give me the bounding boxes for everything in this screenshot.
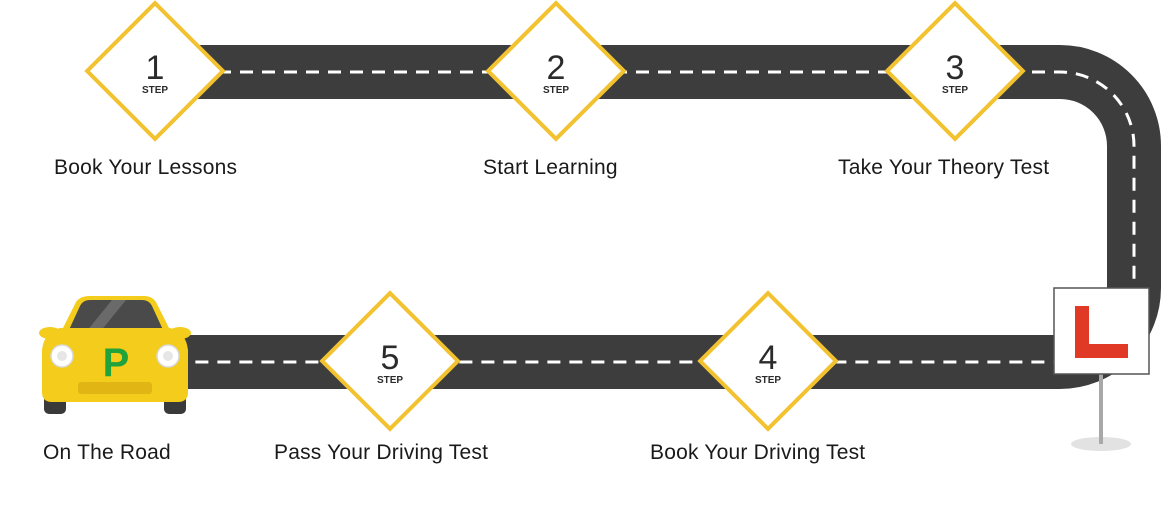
- sign-board: [1053, 287, 1150, 375]
- step-marker-4: 4 STEP: [697, 290, 839, 432]
- step-marker-2: 2 STEP: [485, 0, 627, 142]
- step-marker-5: 5 STEP: [319, 290, 461, 432]
- car-icon: P: [39, 296, 191, 414]
- step-marker-3: 3 STEP: [884, 0, 1026, 142]
- step-word: STEP: [377, 375, 403, 386]
- step-label-5: Pass Your Driving Test: [274, 441, 489, 464]
- sign-pole: [1099, 372, 1103, 444]
- step-number: 5: [381, 339, 400, 377]
- step-diamond: [84, 0, 226, 142]
- car-headlight-left-inner: [57, 351, 67, 361]
- step-diamond: [319, 290, 461, 432]
- step-diamond: [485, 0, 627, 142]
- step-label-3: Take Your Theory Test: [838, 156, 1050, 179]
- step-diamond: [884, 0, 1026, 142]
- step-number: 3: [946, 49, 965, 87]
- learner-plate-icon: [1053, 287, 1150, 451]
- car-windshield-glare: [86, 300, 126, 332]
- car-label: On The Road: [43, 441, 171, 464]
- road: [130, 45, 1161, 389]
- road-center-dashes: [130, 70, 1136, 364]
- road-surface: [130, 45, 1161, 389]
- step-number: 1: [146, 49, 165, 87]
- l-plate-letter: [1075, 306, 1128, 358]
- p-plate-letter: P: [103, 341, 130, 385]
- step-diamond: [697, 290, 839, 432]
- step-marker-1: 1 STEP: [84, 0, 226, 142]
- p-plate: [94, 338, 138, 380]
- step-number: 4: [759, 339, 778, 377]
- step-label-4: Book Your Driving Test: [650, 441, 866, 464]
- step-label-1: Book Your Lessons: [54, 156, 238, 179]
- step-word: STEP: [543, 85, 569, 96]
- car-headlight-right-inner: [163, 351, 173, 361]
- step-number: 2: [547, 49, 566, 87]
- step-word: STEP: [755, 375, 781, 386]
- car-grille: [78, 382, 152, 394]
- step-word: STEP: [142, 85, 168, 96]
- step-label-2: Start Learning: [483, 156, 618, 179]
- step-word: STEP: [942, 85, 968, 96]
- car-windshield: [68, 300, 164, 332]
